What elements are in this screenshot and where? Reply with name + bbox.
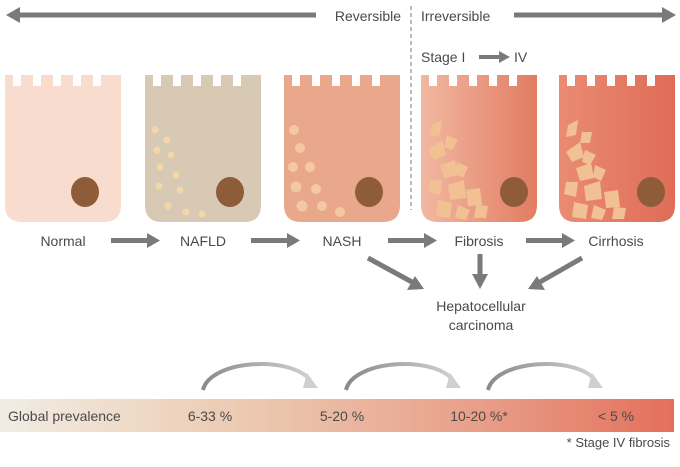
prevalence-fibrosis: 10-20 %* [450, 408, 508, 424]
prevalence-label: Global prevalence [8, 408, 121, 424]
nucleus [216, 177, 244, 207]
stage-label-normal: Normal [40, 233, 85, 249]
footnote: * Stage IV fibrosis [567, 435, 671, 450]
stage-label-fibrosis: Fibrosis [454, 233, 503, 249]
stage-from-label: Stage I [421, 49, 465, 65]
cell-nafld [145, 75, 261, 222]
nucleus [500, 177, 528, 207]
nucleus [71, 177, 99, 207]
stage-label-nash: NASH [323, 233, 362, 249]
stage-label-nafld: NAFLD [180, 233, 226, 249]
progression-arrows [111, 233, 575, 248]
cell-fibrosis [421, 75, 537, 222]
outcome-line2: carcinoma [449, 317, 514, 333]
prevalence-normal-nafld: 6-33 % [188, 408, 232, 424]
prevalence-bar [0, 399, 674, 432]
prevalence-nash: 5-20 % [320, 408, 364, 424]
stage-arrow [479, 51, 510, 63]
outcome-line1: Hepatocellular [436, 298, 526, 314]
stage-to-label: IV [514, 49, 528, 65]
curved-arrows [201, 362, 603, 391]
reversible-arrow [6, 7, 316, 23]
cell-cirrhosis [559, 75, 675, 222]
reversible-label: Reversible [335, 8, 401, 24]
prevalence-cirrhosis: < 5 % [598, 408, 634, 424]
nucleus [637, 177, 665, 207]
cell-normal [5, 75, 121, 222]
irreversible-label: Irreversible [421, 8, 490, 24]
carcinoma-arrows [366, 254, 584, 290]
cell-nash [284, 75, 400, 222]
irreversible-arrow [514, 7, 676, 23]
stage-label-cirrhosis: Cirrhosis [588, 233, 643, 249]
nucleus [355, 177, 383, 207]
